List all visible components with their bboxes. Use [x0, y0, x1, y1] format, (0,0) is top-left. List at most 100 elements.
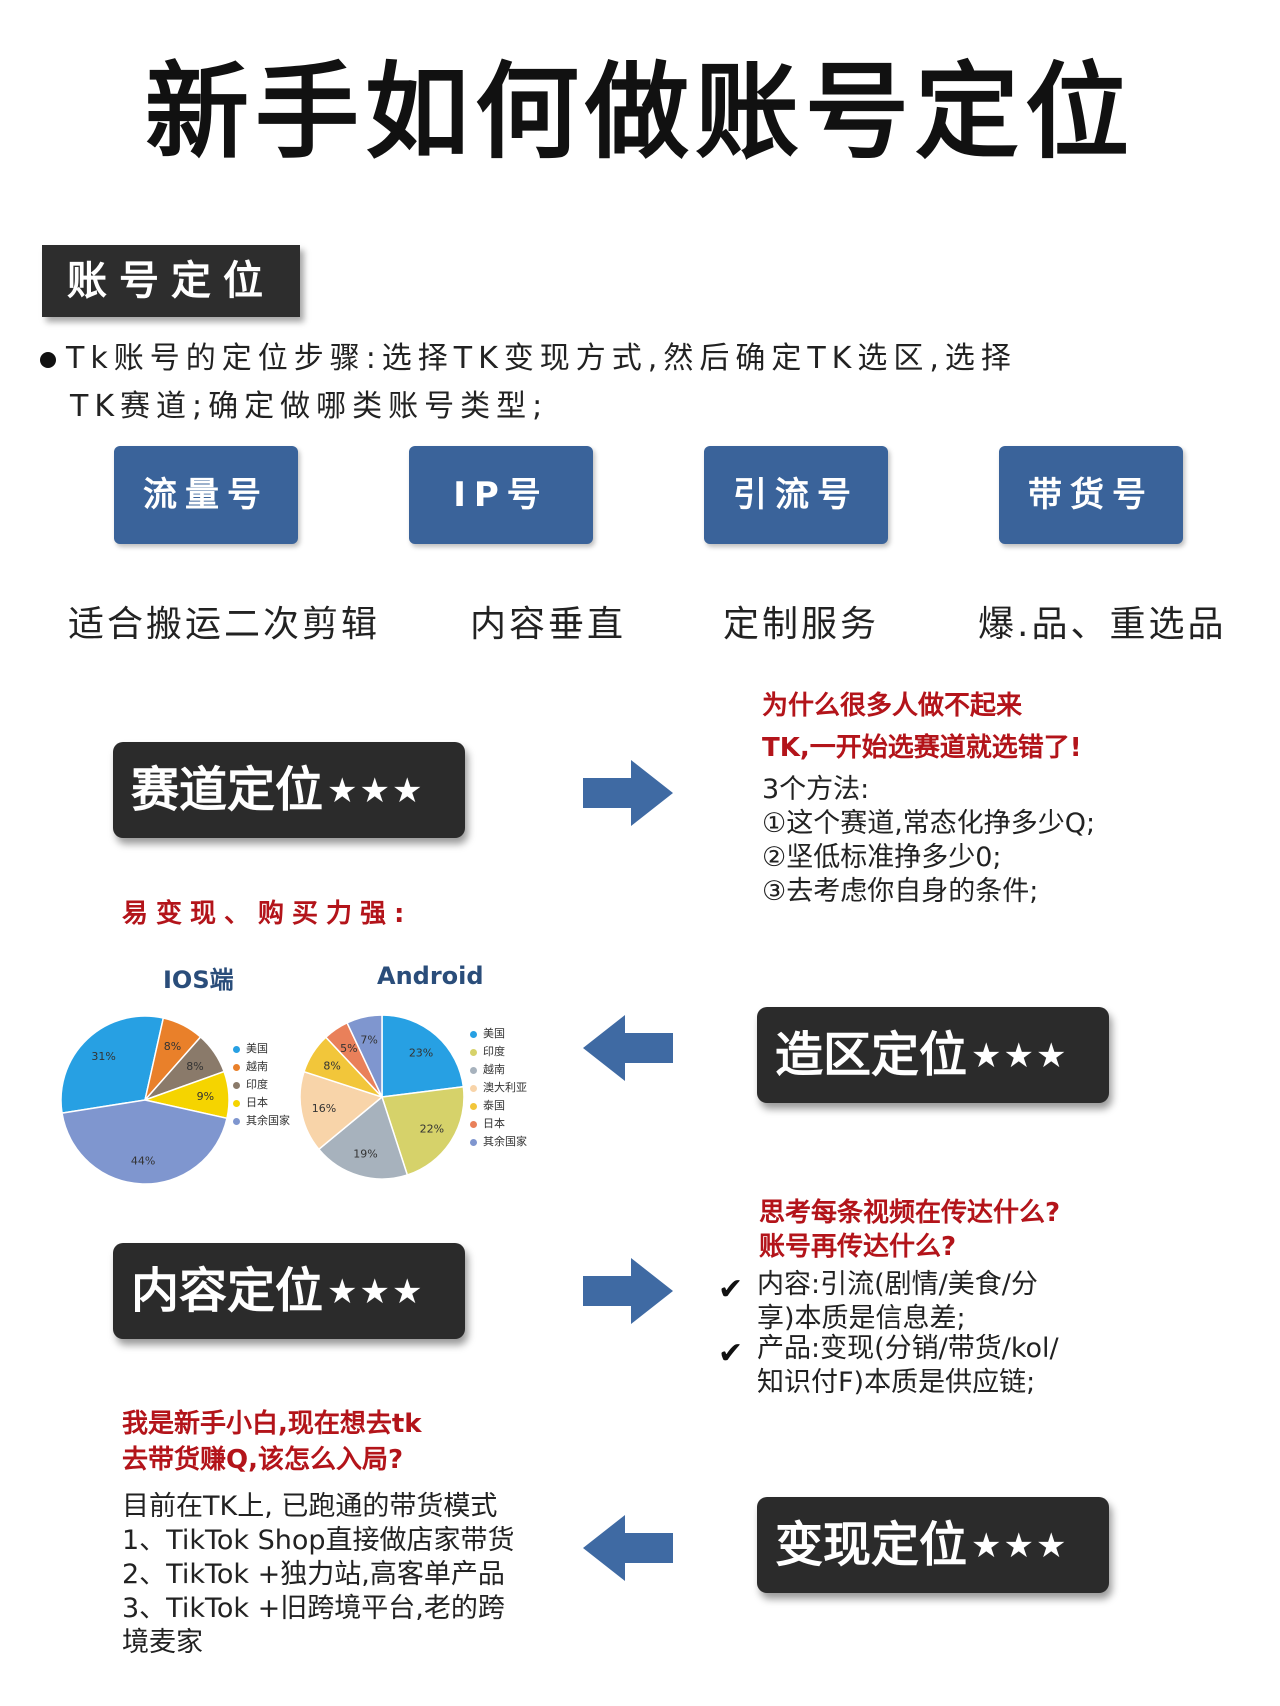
- legend-text-1-3: 澳大利亚: [483, 1081, 527, 1094]
- monetize-line-5: 境麦家: [122, 1627, 203, 1658]
- content-box: 内容定位★★★: [113, 1243, 465, 1339]
- legend-text-0-3: 日本: [246, 1096, 268, 1109]
- legend-swatch-0-1: [233, 1063, 240, 1071]
- legend-text-0-2: 印度: [246, 1078, 268, 1091]
- content-item-1: 内容:引流(剧情/美食/分 享)本质是信息差;: [757, 1268, 1038, 1336]
- legend-swatch-0-4: [233, 1117, 240, 1125]
- content-red-1: 思考每条视频在传达什么?: [759, 1198, 1061, 1228]
- monetize-red-2: 去带货赚Q,该怎么入局?: [122, 1445, 404, 1475]
- track-box: 赛道定位★★★: [113, 742, 465, 838]
- legend-text-1-6: 其余国家: [483, 1135, 527, 1148]
- pie-slice-0-0: [60, 1015, 165, 1114]
- pie-label-0-2: 8%: [186, 1060, 203, 1073]
- region-stars-icon: ★★★: [971, 1036, 1069, 1076]
- legend-item-0-0: 美国: [233, 1040, 290, 1058]
- monetize-notes: 我是新手小白,现在想去tk 去带货赚Q,该怎么入局? 目前在TK上, 已跑通的带…: [122, 1406, 515, 1660]
- track-label: 赛道定位: [131, 762, 324, 818]
- region-box: 造区定位★★★: [757, 1007, 1109, 1103]
- legend-swatch-1-5: [470, 1120, 477, 1128]
- monetize-line-4: 3、TikTok +旧跨境平台,老的跨: [122, 1593, 505, 1624]
- track-notes: 为什么很多人做不起来 TK,一开始选赛道就选错了! 3个方法: ①这个赛道,常态…: [762, 685, 1095, 909]
- region-label: 造区定位: [775, 1027, 968, 1083]
- arrow-left-icon-2: [583, 1515, 673, 1581]
- legend-item-0-1: 越南: [233, 1058, 290, 1076]
- content-item-2: 产品:变现(分销/带货/kol/ 知识付F)本质是供应链;: [757, 1332, 1059, 1400]
- legend-swatch-1-4: [470, 1102, 477, 1110]
- legend-item-0-2: 印度: [233, 1076, 290, 1094]
- monetize-box: 变现定位★★★: [757, 1497, 1109, 1593]
- android-chart-title: Android: [377, 962, 484, 990]
- android-legend: 美国印度越南澳大利亚泰国日本其余国家: [470, 1025, 527, 1151]
- pie-label-1-4: 8%: [323, 1059, 340, 1072]
- content-notes: 思考每条视频在传达什么? 账号再传达什么?: [759, 1196, 1060, 1264]
- arrow-right-icon-2: [583, 1258, 673, 1324]
- track-method-3: ③去考虑你自身的条件;: [762, 876, 1039, 907]
- legend-item-0-4: 其余国家: [233, 1112, 290, 1130]
- intro-text: Tk账号的定位步骤:选择TK变现方式,然后确定TK选区,选择 TK赛道;确定做哪…: [40, 335, 1190, 431]
- content-item-2-line-1: 产品:变现(分销/带货/kol/: [757, 1333, 1059, 1364]
- type-desc-lead: 定制服务: [723, 604, 880, 645]
- legend-item-1-0: 美国: [470, 1025, 527, 1043]
- legend-text-1-1: 印度: [483, 1045, 505, 1058]
- pie-label-0-4: 44%: [131, 1154, 155, 1167]
- legend-text-1-4: 泰国: [483, 1099, 505, 1112]
- pie-slice-1-1: [381, 1085, 465, 1176]
- pie-label-0-0: 31%: [91, 1050, 115, 1063]
- page-title: 新手如何做账号定位: [144, 51, 1135, 173]
- legend-text-0-4: 其余国家: [246, 1114, 290, 1127]
- monetize-label: 变现定位: [775, 1517, 968, 1573]
- bullet-dot-icon: [40, 351, 56, 368]
- region-red-text: 易变现、购买力强:: [122, 899, 413, 929]
- ios-legend: 美国越南印度日本其余国家: [233, 1040, 290, 1130]
- pie-label-1-5: 5%: [340, 1042, 357, 1055]
- content-item-1-line-2: 享)本质是信息差;: [757, 1303, 966, 1334]
- legend-text-1-2: 越南: [483, 1063, 505, 1076]
- monetize-line-3: 2、TikTok +独力站,高客单产品: [122, 1559, 505, 1590]
- type-desc-sales: 爆.品、重选品: [978, 604, 1227, 645]
- legend-item-0-3: 日本: [233, 1094, 290, 1112]
- monetize-line-1: 目前在TK上, 已跑通的带货模式: [122, 1491, 498, 1522]
- pie-label-1-6: 7%: [360, 1033, 377, 1046]
- legend-swatch-0-0: [233, 1045, 240, 1053]
- track-red-2: TK,一开始选赛道就选错了!: [762, 733, 1082, 763]
- track-method-2: ②坚低标准挣多少0;: [762, 842, 1002, 873]
- type-box-lead: 引流号: [704, 446, 888, 544]
- arrow-right-icon: [583, 760, 673, 826]
- type-box-ip: IP号: [409, 446, 593, 544]
- legend-swatch-1-2: [470, 1066, 477, 1074]
- content-red-2: 账号再传达什么?: [759, 1232, 957, 1262]
- monetize-red-1: 我是新手小白,现在想去tk: [122, 1409, 422, 1439]
- pie-slice-1-2: [317, 1095, 409, 1180]
- pie-label-0-1: 8%: [164, 1040, 181, 1053]
- legend-item-1-5: 日本: [470, 1115, 527, 1133]
- type-box-sales: 带货号: [999, 446, 1183, 544]
- section-label: 账号定位: [42, 245, 300, 317]
- legend-text-0-0: 美国: [246, 1042, 268, 1055]
- monetize-stars-icon: ★★★: [971, 1526, 1069, 1566]
- type-desc-ip: 内容垂直: [470, 604, 627, 645]
- legend-swatch-1-1: [470, 1048, 477, 1056]
- track-stars-icon: ★★★: [327, 771, 425, 811]
- check-icon-2: ✔: [718, 1336, 744, 1371]
- track-methods-title: 3个方法:: [762, 774, 870, 805]
- monetize-line-2: 1、TikTok Shop直接做店家带货: [122, 1525, 515, 1556]
- content-stars-icon: ★★★: [327, 1272, 425, 1312]
- intro-line-1: Tk账号的定位步骤:选择TK变现方式,然后确定TK选区,选择: [66, 341, 1017, 376]
- legend-text-1-5: 日本: [483, 1117, 505, 1130]
- legend-swatch-1-3: [470, 1084, 477, 1092]
- type-desc-traffic: 适合搬运二次剪辑: [68, 604, 381, 645]
- ios-chart-title: IOS端: [163, 966, 234, 994]
- check-icon: ✔: [718, 1272, 744, 1307]
- legend-swatch-0-3: [233, 1099, 240, 1107]
- legend-item-1-1: 印度: [470, 1043, 527, 1061]
- track-red-1: 为什么很多人做不起来: [762, 691, 1023, 721]
- content-item-1-line-1: 内容:引流(剧情/美食/分: [757, 1269, 1038, 1300]
- pie-label-1-0: 23%: [409, 1047, 433, 1060]
- pie-label-1-2: 19%: [353, 1148, 377, 1161]
- content-item-2-line-2: 知识付F)本质是供应链;: [757, 1367, 1036, 1398]
- legend-item-1-4: 泰国: [470, 1097, 527, 1115]
- pie-label-1-3: 16%: [312, 1102, 336, 1115]
- content-label: 内容定位: [131, 1263, 324, 1319]
- pie-label-0-3: 9%: [197, 1090, 214, 1103]
- pie-slice-0-4: [61, 1099, 228, 1185]
